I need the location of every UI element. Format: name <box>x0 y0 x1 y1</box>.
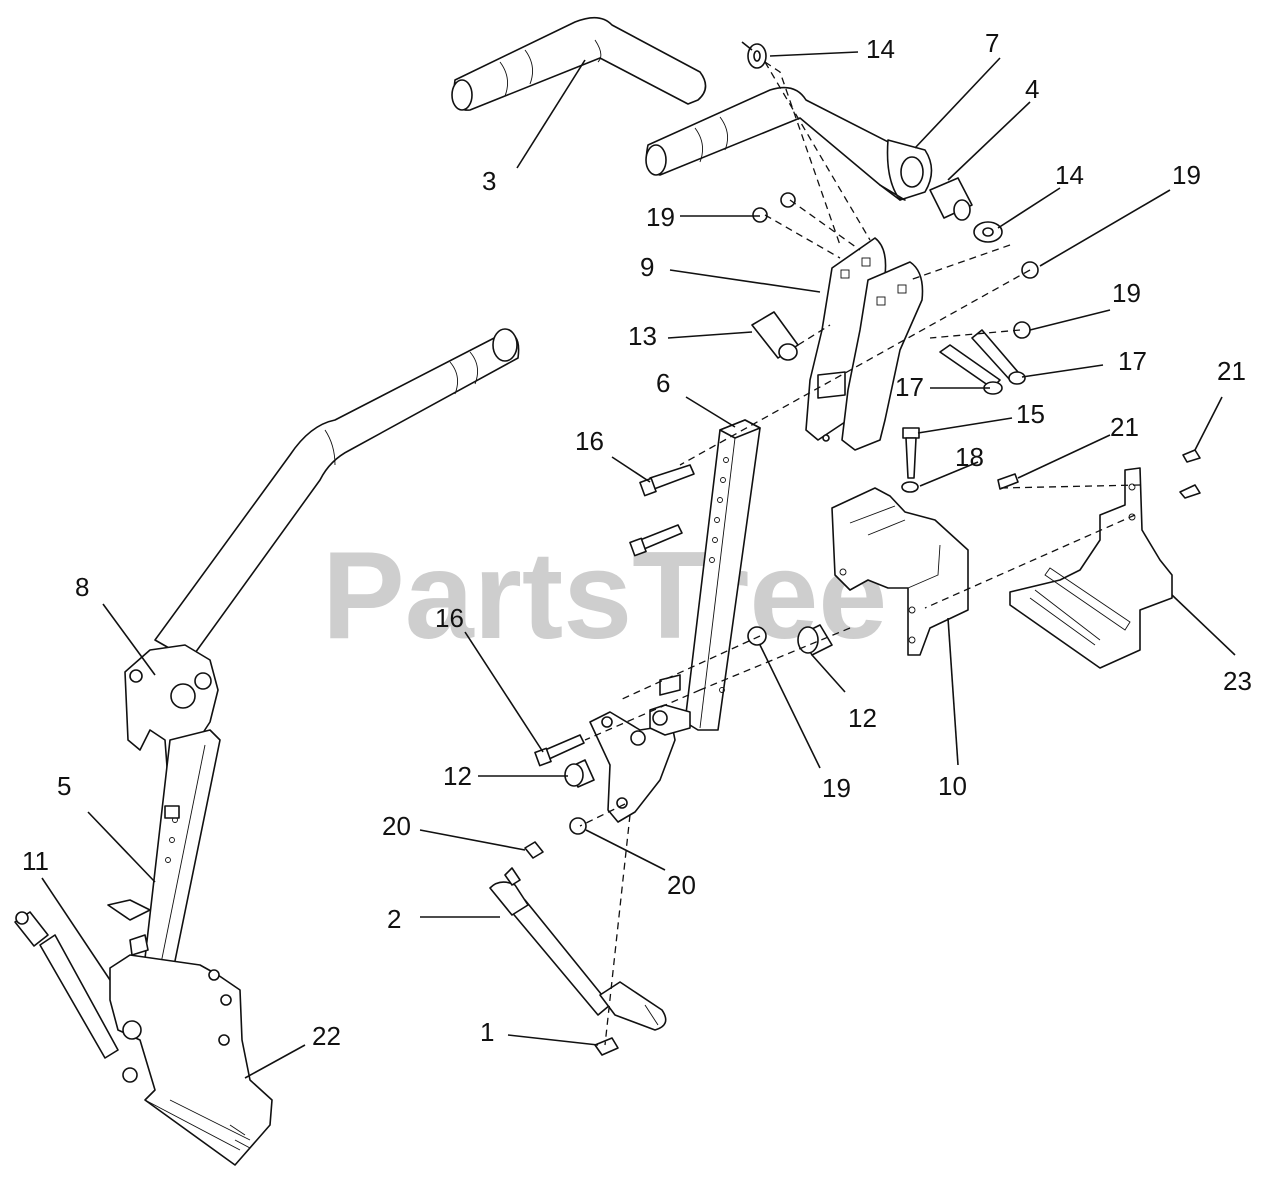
callout-12-right: 12 <box>848 703 877 733</box>
callout-21-right: 21 <box>1217 356 1246 386</box>
callout-18: 18 <box>955 442 984 472</box>
callout-6: 6 <box>656 368 670 398</box>
callout-11: 11 <box>22 846 49 876</box>
callout-3: 3 <box>482 166 496 196</box>
part-22-base-bracket <box>107 899 273 1166</box>
callout-19-top-right: 19 <box>1172 160 1201 190</box>
leader-lines <box>41 51 1236 1079</box>
callout-14-top: 14 <box>866 34 895 64</box>
part-21-screws <box>997 449 1201 499</box>
callout-22: 22 <box>312 1021 341 1051</box>
callout-21-left: 21 <box>1110 412 1139 442</box>
part-4-bushing <box>929 177 973 221</box>
callout-20-right: 20 <box>667 870 696 900</box>
callout-10: 10 <box>938 771 967 801</box>
callout-16-top: 16 <box>575 426 604 456</box>
callout-17-right: 17 <box>1118 346 1147 376</box>
part-20-nuts <box>524 817 587 859</box>
part-18-lock-washer <box>901 481 919 493</box>
part-19-nuts <box>747 192 1039 646</box>
callout-15: 15 <box>1016 399 1045 429</box>
callout-labels: 3 14 7 4 14 19 19 19 9 13 17 17 6 21 21 … <box>22 28 1252 1051</box>
callout-13: 13 <box>628 321 657 351</box>
part-17-pins <box>939 329 1026 395</box>
part-7-control-arm <box>645 86 933 201</box>
watermark-text: PartsTree <box>322 527 887 665</box>
callout-7: 7 <box>985 28 999 58</box>
part-3-handle-grip <box>451 16 707 111</box>
callout-1: 1 <box>480 1017 494 1047</box>
part-1-fastener <box>594 1037 619 1056</box>
callout-4: 4 <box>1025 74 1039 104</box>
callout-20-left: 20 <box>382 811 411 841</box>
part-10-mount-bracket <box>831 487 969 656</box>
left-pivot-assembly <box>124 644 219 781</box>
part-8-handle <box>154 328 520 661</box>
part-11-gas-spring <box>14 911 138 1083</box>
callout-8: 8 <box>75 572 89 602</box>
part-2-gas-spring <box>489 867 667 1031</box>
part-9-bracket-plates <box>805 237 924 451</box>
callout-17-left: 17 <box>895 372 924 402</box>
callout-16-bottom: 16 <box>435 603 464 633</box>
part-12-bushings <box>564 624 833 788</box>
callout-19-top-left: 19 <box>646 202 675 232</box>
callout-19-bottom: 19 <box>822 773 851 803</box>
assembly-lines <box>579 61 1141 1046</box>
callout-14-right: 14 <box>1055 160 1084 190</box>
part-15-bolt <box>902 427 920 479</box>
callout-23: 23 <box>1223 666 1252 696</box>
callout-12-left: 12 <box>443 761 472 791</box>
center-pivot-plate <box>589 674 691 823</box>
part-14-washers <box>741 41 1003 243</box>
callout-19-right: 19 <box>1112 278 1141 308</box>
part-16-bolts <box>534 464 695 767</box>
callout-2: 2 <box>387 904 401 934</box>
part-23-floor-bracket <box>1009 467 1173 669</box>
part-13-spacer <box>751 311 799 361</box>
callout-5: 5 <box>57 771 71 801</box>
callout-9: 9 <box>640 252 654 282</box>
